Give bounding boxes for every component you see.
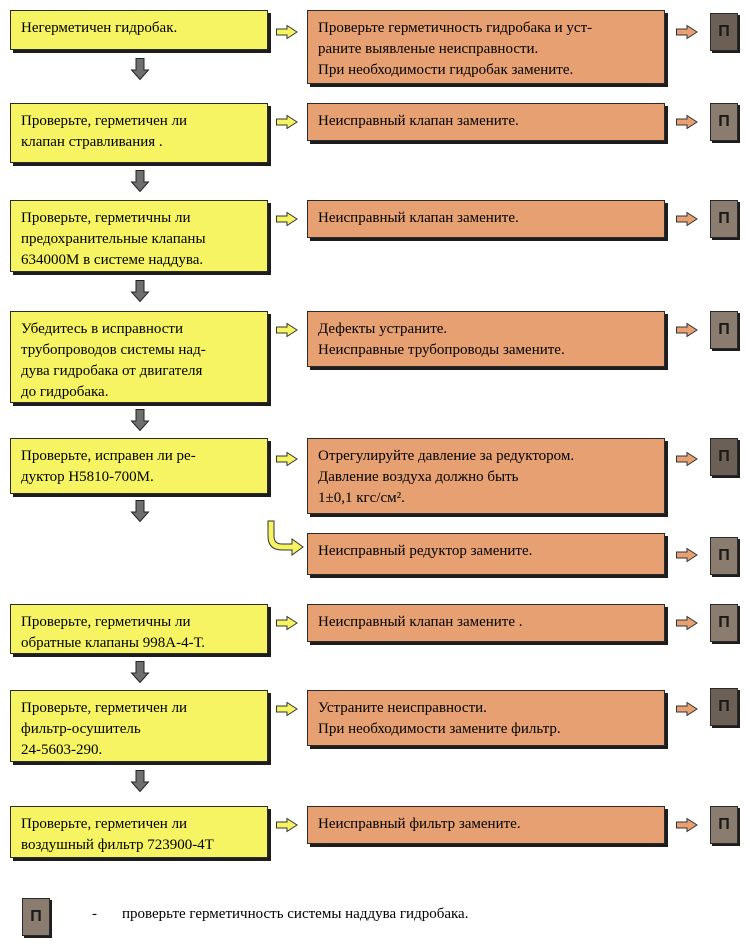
right-arrow-icon — [276, 211, 298, 227]
right-arrow-icon — [276, 451, 298, 467]
down-arrow-icon — [130, 58, 150, 81]
check-box-5: Проверьте, исправен ли ре- дуктор Н5810-… — [10, 438, 268, 494]
legend-dash: - — [92, 906, 97, 922]
right-arrow-icon — [276, 114, 298, 130]
check-box-3: Проверьте, герметичны ли предохранительн… — [10, 200, 268, 272]
right-arrow-icon — [676, 615, 698, 631]
action-box-2: Неисправный клапан замените. — [307, 103, 665, 141]
p-marker-3: П — [710, 200, 738, 238]
down-arrow-icon — [130, 500, 150, 523]
p-marker-1: П — [710, 13, 738, 51]
check-box-7: Проверьте, герметичен ли фильтр-осушител… — [10, 690, 268, 762]
action-box-4: Дефекты устраните. Неисправные трубопров… — [307, 311, 665, 367]
action-box-7: Устраните неисправности. При необходимос… — [307, 690, 665, 746]
p-marker-5a: П — [710, 438, 738, 476]
action-box-5a: Отрегулируйте давление за редуктором. Да… — [307, 438, 665, 514]
action-box-5b: Неисправный редуктор замените. — [307, 533, 665, 575]
check-box-1: Негерметичен гидробак. — [10, 10, 268, 50]
action-box-8: Неисправный фильтр замените. — [307, 806, 665, 844]
p-marker-6: П — [710, 604, 738, 642]
down-arrow-icon — [130, 770, 150, 793]
right-arrow-icon — [676, 211, 698, 227]
check-box-2: Проверьте, герметичен ли клапан стравлив… — [10, 103, 268, 163]
down-arrow-icon — [130, 280, 150, 303]
p-marker-7: П — [710, 688, 738, 726]
action-box-3: Неисправный клапан замените. — [307, 200, 665, 238]
right-arrow-icon — [676, 701, 698, 717]
right-arrow-icon — [276, 701, 298, 717]
legend-p-marker: П — [22, 898, 50, 936]
down-arrow-icon — [130, 170, 150, 193]
legend-text: проверьте герметичность системы наддува … — [122, 906, 469, 922]
p-marker-2: П — [710, 103, 738, 141]
p-marker-4: П — [710, 311, 738, 349]
down-arrow-icon — [130, 661, 150, 684]
right-arrow-icon — [276, 817, 298, 833]
right-arrow-icon — [676, 322, 698, 338]
right-arrow-icon — [676, 24, 698, 40]
right-arrow-icon — [676, 547, 698, 563]
right-arrow-icon — [676, 451, 698, 467]
check-box-4: Убедитесь в исправности трубопроводов си… — [10, 311, 268, 403]
right-arrow-icon — [276, 322, 298, 338]
down-arrow-icon — [130, 409, 150, 432]
curved-arrow-icon — [267, 520, 304, 556]
check-box-8: Проверьте, герметичен ли воздушный фильт… — [10, 806, 268, 858]
action-box-6: Неисправный клапан замените . — [307, 604, 665, 642]
right-arrow-icon — [276, 615, 298, 631]
right-arrow-icon — [676, 114, 698, 130]
action-box-1: Проверьте герметичность гидробака и уст-… — [307, 10, 665, 84]
right-arrow-icon — [676, 817, 698, 833]
check-box-6: Проверьте, герметичны ли обратные клапан… — [10, 604, 268, 654]
p-marker-5b: П — [710, 537, 738, 575]
right-arrow-icon — [276, 24, 298, 40]
p-marker-8: П — [710, 806, 738, 844]
